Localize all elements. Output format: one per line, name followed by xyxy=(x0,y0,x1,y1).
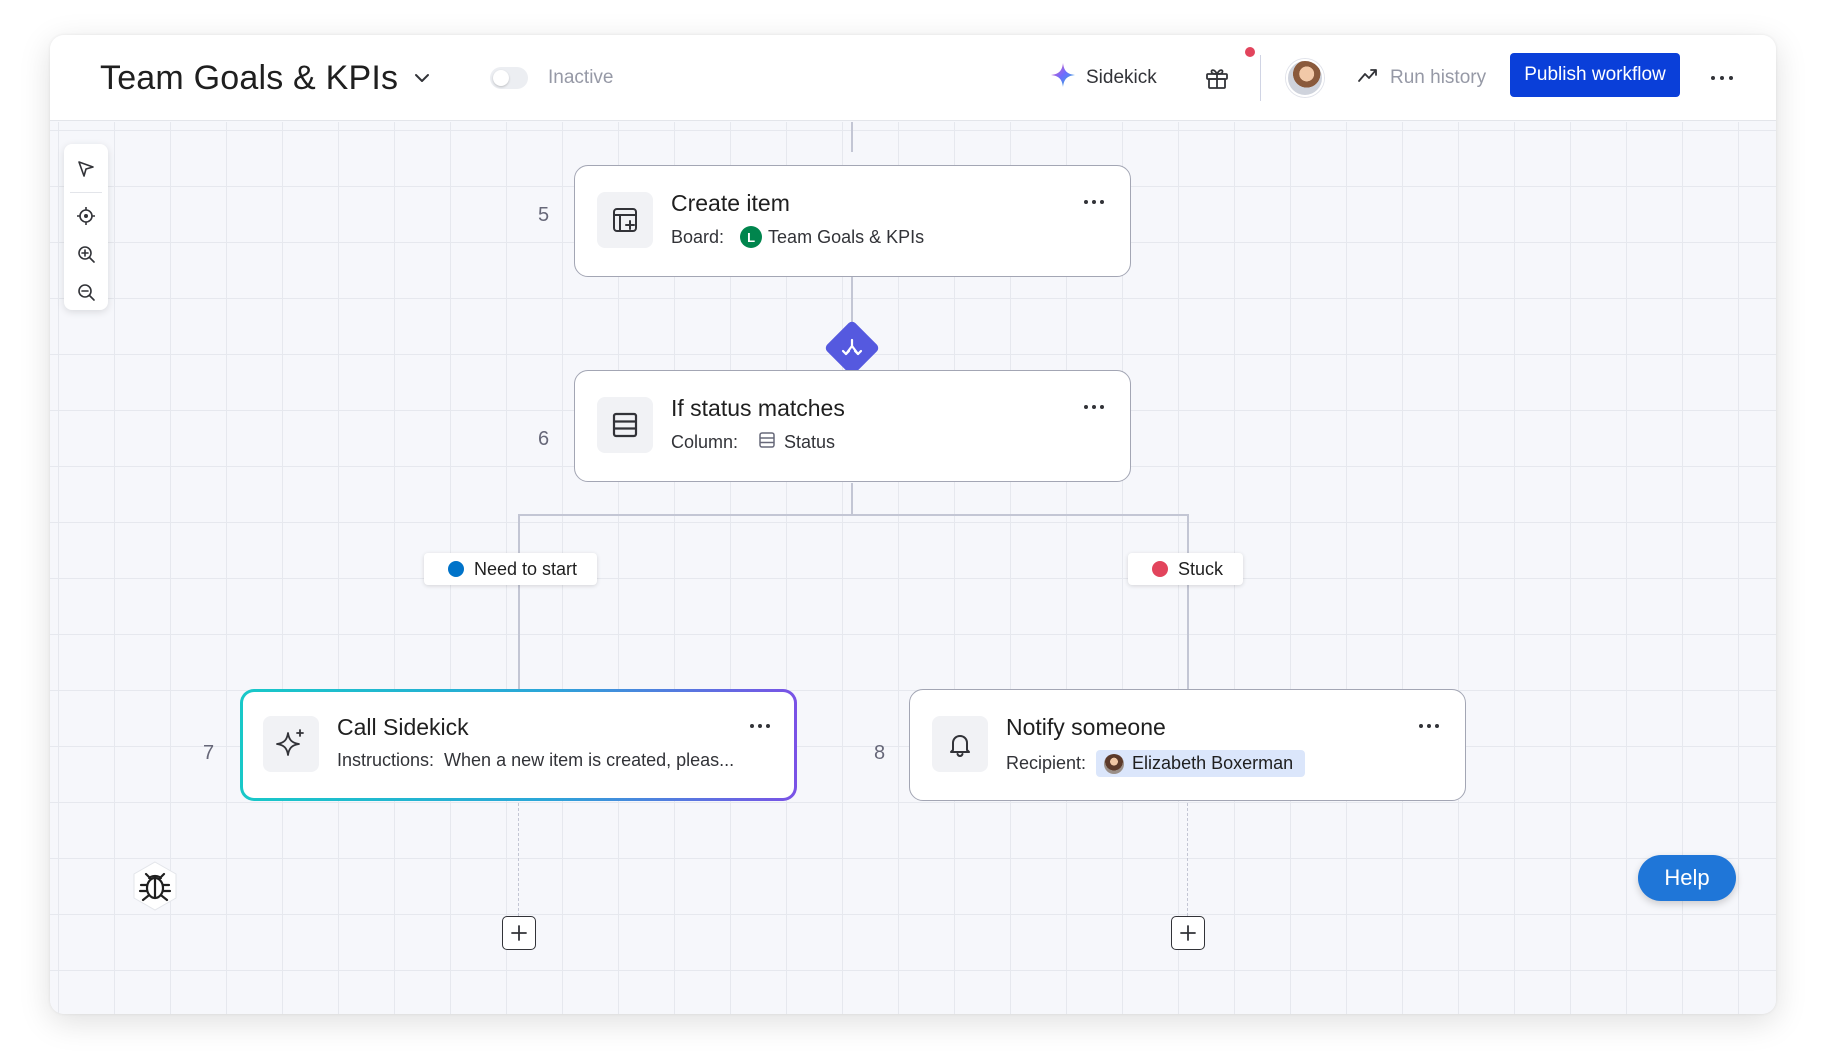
connector-6-split xyxy=(851,483,853,515)
branch-label: Need to start xyxy=(474,558,578,579)
step-subtitle: Recipient: Elizabeth Boxerman xyxy=(1006,750,1306,777)
board-reference: L Team Goals & KPIs xyxy=(740,226,924,248)
field-label: Instructions: xyxy=(337,750,435,770)
bell-icon xyxy=(932,716,988,772)
add-step-button-left[interactable] xyxy=(502,916,536,950)
trend-icon xyxy=(1356,63,1380,93)
workflow-window: Team Goals & KPIs Inactive Sid xyxy=(50,35,1776,1014)
connector-dashed-left xyxy=(518,798,519,916)
step-notify-someone[interactable]: Notify someone Recipient: Elizabeth Boxe… xyxy=(909,689,1466,801)
sparkle-icon xyxy=(1050,62,1076,94)
connector-5-6 xyxy=(851,260,853,370)
step-subtitle: Instructions: When a new item is created… xyxy=(337,750,734,771)
help-button[interactable]: Help xyxy=(1638,855,1736,901)
step-menu-icon[interactable] xyxy=(1419,724,1439,728)
sparkle-icon xyxy=(263,716,319,772)
step-title: Call Sidekick xyxy=(337,714,469,740)
zoom-in-icon[interactable] xyxy=(71,237,101,271)
publish-workflow-button[interactable]: Publish workflow xyxy=(1510,53,1680,97)
run-history-label: Run history xyxy=(1390,67,1487,88)
step-title: Notify someone xyxy=(1006,714,1166,740)
title-group[interactable]: Team Goals & KPIs xyxy=(100,55,432,101)
step-call-sidekick[interactable]: Call Sidekick Instructions: When a new i… xyxy=(240,689,797,801)
zoom-out-icon[interactable] xyxy=(71,275,101,309)
step-subtitle: Column: Status xyxy=(671,431,835,454)
connector-branch-right xyxy=(1187,514,1189,694)
step-condition[interactable]: If status matches Column: Status xyxy=(574,370,1131,482)
header-bar: Team Goals & KPIs Inactive Sid xyxy=(50,35,1776,121)
run-history-button[interactable]: Run history xyxy=(1356,63,1486,93)
user-avatar[interactable] xyxy=(1286,59,1324,97)
field-label: Board: xyxy=(671,226,725,247)
connector-top xyxy=(851,122,853,152)
step-subtitle: Board: L Team Goals & KPIs xyxy=(671,226,924,248)
step-number: 8 xyxy=(874,742,886,764)
header-divider xyxy=(1260,55,1261,101)
column-name: Status xyxy=(784,432,836,452)
step-title: If status matches xyxy=(671,395,845,421)
notification-dot xyxy=(1245,47,1255,57)
branch-label: Stuck xyxy=(1178,558,1224,579)
toolbar-divider xyxy=(70,192,102,193)
canvas-toolbar xyxy=(64,144,108,310)
chevron-down-icon[interactable] xyxy=(412,68,432,88)
add-step-button-right[interactable] xyxy=(1171,916,1205,950)
gift-icon[interactable] xyxy=(1202,63,1232,93)
sidekick-button[interactable]: Sidekick xyxy=(1050,61,1157,95)
step-menu-icon[interactable] xyxy=(1084,405,1104,409)
step-number: 7 xyxy=(203,742,215,764)
step-menu-icon[interactable] xyxy=(1084,200,1104,204)
bug-report-icon[interactable] xyxy=(128,859,182,913)
recenter-icon[interactable] xyxy=(71,199,101,233)
step-number: 6 xyxy=(538,428,550,450)
more-options-icon[interactable] xyxy=(1702,61,1742,95)
toggle-knob xyxy=(493,70,509,86)
status-label: Inactive xyxy=(548,67,614,88)
step-title: Create item xyxy=(671,190,790,216)
branch-label-right[interactable]: Stuck xyxy=(1128,553,1244,585)
instructions-preview: When a new item is created, pleas... xyxy=(444,750,735,770)
connector-dashed-right xyxy=(1187,798,1188,916)
status-color-dot xyxy=(1152,561,1168,577)
active-toggle[interactable] xyxy=(490,67,528,89)
field-label: Recipient: xyxy=(1006,753,1087,773)
column-reference: Status xyxy=(758,431,835,454)
workflow-canvas[interactable]: 5 Create item Board: L Team Goals & KPIs xyxy=(50,122,1776,1014)
pointer-icon[interactable] xyxy=(71,152,101,186)
connector-branch-horizontal xyxy=(518,514,1188,516)
branch-icon xyxy=(832,328,872,368)
connector-branch-left xyxy=(518,514,520,694)
step-create-item[interactable]: Create item Board: L Team Goals & KPIs xyxy=(574,165,1131,277)
column-icon xyxy=(758,431,776,454)
sidekick-label: Sidekick xyxy=(1086,67,1157,88)
field-label: Column: xyxy=(671,432,739,452)
branch-label-left[interactable]: Need to start xyxy=(424,553,598,585)
page-title[interactable]: Team Goals & KPIs xyxy=(100,58,399,97)
board-name: Team Goals & KPIs xyxy=(768,226,925,247)
table-rows-icon xyxy=(597,397,653,453)
step-menu-icon[interactable] xyxy=(750,724,770,728)
active-toggle-group: Inactive xyxy=(490,63,613,93)
board-badge: L xyxy=(740,226,763,248)
step-number: 5 xyxy=(538,204,550,226)
status-color-dot xyxy=(448,561,464,577)
recipient-chip[interactable]: Elizabeth Boxerman xyxy=(1096,750,1306,777)
create-item-icon xyxy=(597,192,653,248)
recipient-name: Elizabeth Boxerman xyxy=(1132,753,1294,773)
recipient-avatar xyxy=(1104,753,1125,774)
